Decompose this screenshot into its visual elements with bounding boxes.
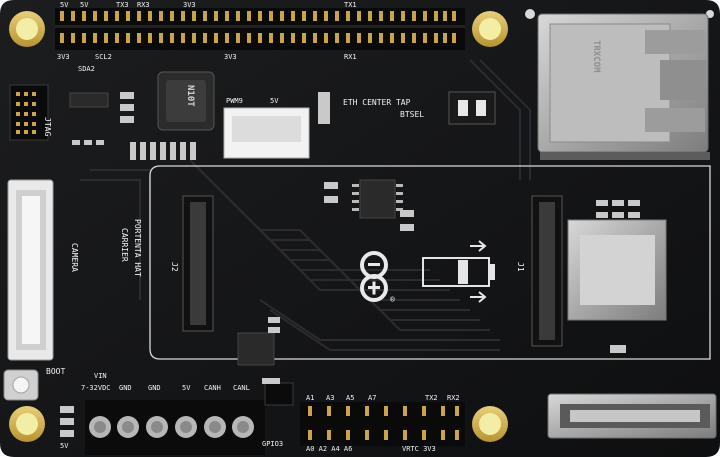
eth-center-tap-label: ETH CENTER TAP <box>343 98 411 107</box>
mount-holes <box>9 9 714 442</box>
uart-rx2: RX2 <box>447 394 460 402</box>
top-header <box>55 8 465 50</box>
terminal-5v: 5V <box>182 384 191 392</box>
inductor-marking: N10T <box>185 85 195 107</box>
uart-tx2: TX2 <box>425 394 438 402</box>
gpio-connector <box>264 382 294 406</box>
ethernet-jack <box>537 13 710 160</box>
carrier-label-1: PORTENTA HAT <box>133 219 142 277</box>
camera-connector <box>7 179 54 361</box>
label-scl2: SCL2 <box>95 53 112 61</box>
j2-label: J2 <box>170 262 179 272</box>
boot-button <box>3 369 39 401</box>
label-top-3v3: 3V3 <box>183 1 196 9</box>
uart-bottom: VRTC 3V3 <box>402 445 436 453</box>
j2-connector <box>182 195 214 332</box>
label-top-5v-b: 5V <box>80 1 89 9</box>
j1-label: J1 <box>516 262 525 272</box>
bottom-5v-label: 5V <box>60 442 69 450</box>
jtag-header <box>9 84 49 141</box>
ic-pins <box>352 184 403 211</box>
eth-brand: TRXCOM <box>591 40 601 73</box>
vin-label: VIN <box>94 372 107 380</box>
label-sda2: SDA2 <box>78 65 95 73</box>
dip-switch <box>448 91 496 125</box>
module-outline <box>149 165 711 360</box>
battery-icon <box>422 257 495 287</box>
boot-label: BOOT <box>46 367 66 376</box>
registered-mark: ® <box>390 295 395 304</box>
label-pwm9: PWM9 <box>226 97 243 105</box>
label-top-rx3: RX3 <box>137 1 150 9</box>
label-top-tx1: TX1 <box>344 1 357 9</box>
label-top-5v-a: 5V <box>60 1 69 9</box>
gpio3-label: GPIO3 <box>262 440 284 448</box>
analog-a7: A7 <box>368 394 377 402</box>
analog-bottom: A0 A2 A4 A6 <box>306 445 353 453</box>
fan-connector <box>223 107 310 159</box>
btsel-label: BTSEL <box>400 110 425 119</box>
analog-a3: A3 <box>326 394 335 402</box>
ic-chips <box>69 92 396 366</box>
label-3v3-mid: 3V3 <box>224 53 237 61</box>
carrier-label-2: CARRIER <box>120 228 129 262</box>
bottom-header <box>300 402 465 446</box>
label-top-tx3: TX3 <box>116 1 129 9</box>
label-5v-fan: 5V <box>270 97 279 105</box>
camera-label: CAMERA <box>70 243 79 272</box>
label-top-rx1: RX1 <box>344 53 357 61</box>
terminal-gnd-2: GND <box>148 384 161 392</box>
arrow-icon <box>470 240 487 252</box>
arrow-icon-2 <box>470 291 487 303</box>
terminal-canl: CANL <box>233 384 250 392</box>
jtag-label: JTAG <box>43 117 52 137</box>
vin-range-label: 7-32VDC <box>81 384 111 392</box>
label-3v3: 3V3 <box>57 53 70 61</box>
j1-connector <box>531 195 563 347</box>
analog-a1: A1 <box>306 394 315 402</box>
analog-a5: A5 <box>346 394 355 402</box>
usb-connector <box>547 393 717 439</box>
terminal-gnd-1: GND <box>119 384 132 392</box>
sd-slot <box>567 219 667 321</box>
terminal-canh: CANH <box>204 384 221 392</box>
arduino-logo-icon <box>360 251 388 302</box>
inductor <box>157 71 215 131</box>
terminal-block <box>85 400 265 455</box>
smd-parts <box>60 92 640 437</box>
